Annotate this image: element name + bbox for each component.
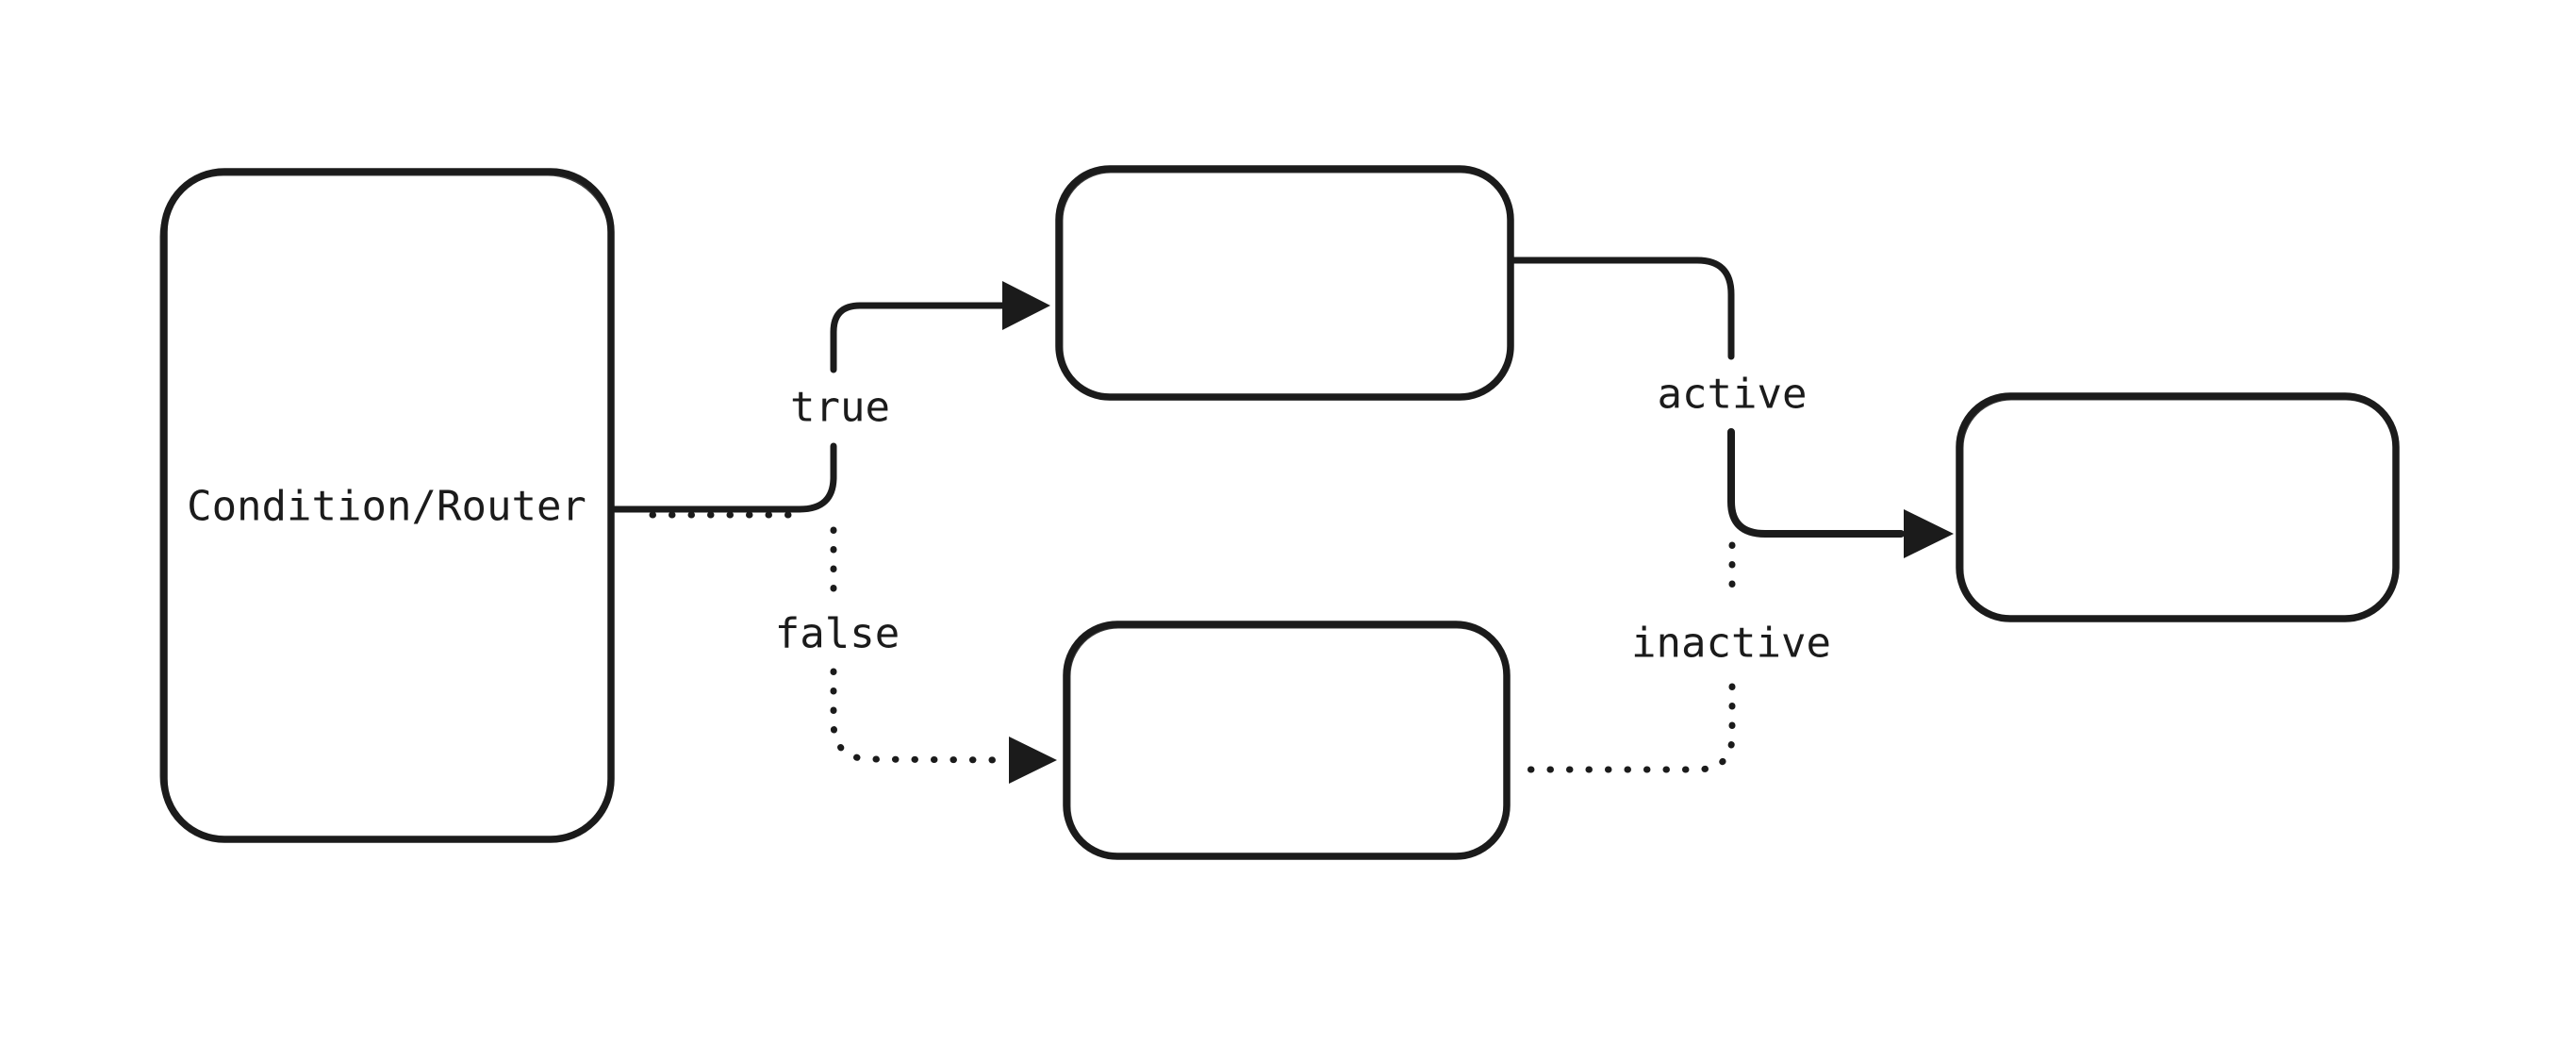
edge-true-segment-upper bbox=[830, 302, 1009, 373]
edge-true-label: true bbox=[790, 384, 890, 432]
edge-active-segment-upper bbox=[1509, 257, 1735, 360]
node-condition-router: Condition/Router bbox=[159, 168, 615, 843]
condition-router-label: Condition/Router bbox=[187, 483, 586, 531]
edge-false-segment-lower bbox=[830, 668, 1005, 764]
edge-true: true bbox=[611, 281, 1050, 513]
false-target-box-sketch-stroke bbox=[1067, 625, 1508, 857]
node-true-target bbox=[1055, 165, 1514, 401]
true-target-box-sketch-stroke bbox=[1060, 170, 1511, 398]
edge-false: false bbox=[649, 511, 1057, 784]
result-box-sketch-stroke bbox=[1960, 397, 2397, 620]
edge-active-arrowhead-icon bbox=[1904, 509, 1954, 558]
condition-router-box-sketch-stroke bbox=[159, 173, 612, 840]
edge-active-segment-lower bbox=[1727, 428, 1905, 538]
edge-false-arrowhead-icon bbox=[1009, 737, 1057, 784]
edge-active: active bbox=[1509, 257, 1954, 558]
edge-true-segment-lower bbox=[611, 442, 837, 513]
edge-inactive: inactive bbox=[1509, 541, 1831, 773]
edge-inactive-label: inactive bbox=[1631, 620, 1831, 668]
node-false-target bbox=[1063, 621, 1511, 860]
true-target-box bbox=[1055, 165, 1514, 401]
result-box bbox=[1956, 392, 2400, 622]
edge-active-label: active bbox=[1658, 371, 1808, 419]
edge-false-label: false bbox=[775, 610, 900, 658]
node-result bbox=[1956, 392, 2400, 622]
false-target-box bbox=[1063, 621, 1511, 860]
edge-true-arrowhead-icon bbox=[1002, 281, 1050, 330]
edge-inactive-segment-lower bbox=[1509, 683, 1736, 773]
